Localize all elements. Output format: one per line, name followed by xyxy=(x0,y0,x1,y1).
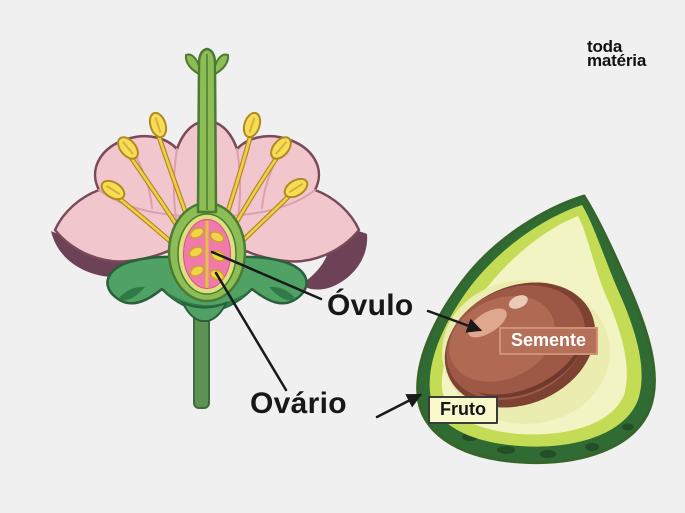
ovulo-label: Óvulo xyxy=(327,289,414,322)
stem-shape xyxy=(193,313,210,409)
semente-tag: Semente xyxy=(499,327,599,355)
stamen-anthers xyxy=(100,111,309,201)
receptacle-shape xyxy=(181,301,228,322)
logo-line-2: matéria xyxy=(587,50,647,70)
sepal-curl-right xyxy=(269,286,296,301)
logo-line-1: toda xyxy=(587,37,623,56)
ovario-label: Ovário xyxy=(250,387,347,420)
callout-lines xyxy=(210,250,483,419)
ovary-to-ovario-label-line xyxy=(214,271,288,392)
avocado-skin-bumps xyxy=(441,412,634,458)
fruto-tag: Fruto xyxy=(428,396,498,424)
toda-materia-logo: toda matéria xyxy=(587,37,647,70)
stigma-lobe-right xyxy=(214,53,230,76)
flower-cross-section-illustration xyxy=(51,47,368,409)
ovulo-label-to-seed-arrow xyxy=(426,309,483,333)
stigma-lobe-left xyxy=(184,53,200,76)
ovule-to-ovulo-label-line xyxy=(210,250,323,301)
sepal-curl-left xyxy=(118,286,145,301)
ovario-label-to-flesh-arrow xyxy=(375,393,423,419)
